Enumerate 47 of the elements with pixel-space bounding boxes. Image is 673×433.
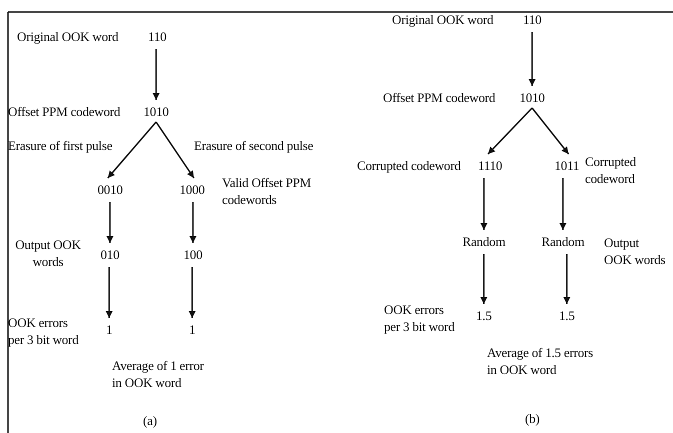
annotation-text: Output OOK words [14,236,82,270]
arrow [487,107,533,155]
arrow [106,202,114,243]
codeword-text: 0010 [98,181,123,198]
arrow [559,178,566,230]
annotation-text: Offset PPM codeword [383,89,496,106]
codeword-text: 1.5 [476,307,492,324]
arrow [563,254,570,304]
codeword-text: Random [542,233,584,250]
arrow [188,267,196,318]
panel-label: (a) [143,412,157,429]
annotation-text: OOK errors per 3 bit word [384,301,456,335]
arrow [480,178,488,230]
codeword-text: 1011 [554,157,580,174]
codeword-text: 1010 [520,89,545,106]
codeword-text: 110 [523,11,542,28]
arrow [155,122,195,178]
arrow [480,254,488,304]
annotation-text: Average of 1 error in OOK word [112,357,205,391]
codeword-text: 1110 [478,157,502,174]
codeword-text: 100 [184,246,202,263]
codeword-text: 1010 [144,103,169,120]
codeword-text: Random [462,233,506,250]
annotation-text: Output OOK words [604,234,666,268]
arrow [152,49,160,100]
annotation-text: Valid Offset PPM codewords [222,174,312,208]
annotation-text: Original OOK word [17,28,118,45]
annotation-text: Corrupted codeword [585,153,637,187]
codeword-text: 110 [148,28,166,45]
arrow [528,32,536,86]
codeword-text: 1000 [180,181,205,198]
codeword-text: 010 [100,246,120,263]
annotation-text: Erasure of first pulse [8,137,112,154]
annotation-text: Original OOK word [392,11,494,28]
annotation-text: Erasure of second pulse [194,137,314,154]
annotation-text: OOK errors per 3 bit word [8,314,80,348]
codeword-text: 1 [189,321,196,338]
arrow [189,202,196,243]
arrow [107,122,157,178]
panel-label: (b) [525,410,540,427]
codeword-text: 1.5 [559,307,575,324]
arrow [532,108,570,154]
arrow [106,267,113,318]
annotation-text: Corrupted codeword [357,157,461,174]
annotation-text: Offset PPM codeword [8,103,120,120]
codeword-text: 1 [106,321,112,338]
annotation-text: Average of 1.5 errors in OOK word [487,344,594,378]
